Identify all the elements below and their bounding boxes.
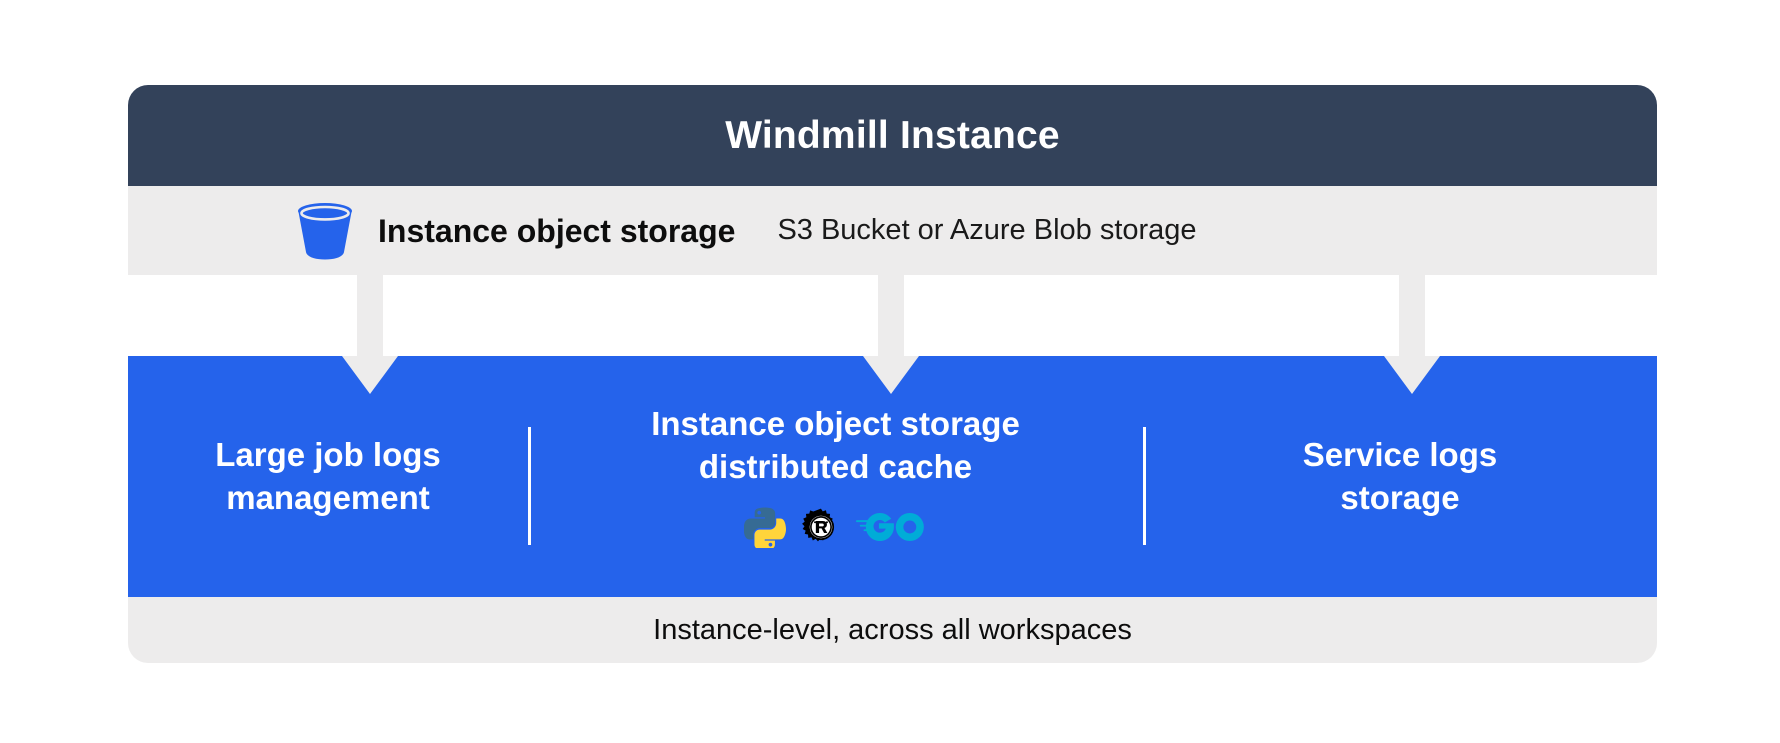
instance-header: Windmill Instance bbox=[128, 85, 1657, 186]
page-title: Windmill Instance bbox=[725, 114, 1060, 157]
feature-columns: Large job logs management Instance objec… bbox=[128, 356, 1657, 597]
object-storage-label: Instance object storage bbox=[378, 212, 736, 249]
feature-distributed-cache[interactable]: Instance object storage distributed cach… bbox=[528, 356, 1143, 597]
feature-service-logs[interactable]: Service logs storage bbox=[1143, 356, 1657, 597]
rust-icon bbox=[801, 508, 834, 542]
object-storage-row: Instance object storage S3 Bucket or Azu… bbox=[128, 186, 1657, 275]
python-icon bbox=[743, 507, 786, 548]
instance-scope-footer: Instance-level, across all workspaces bbox=[128, 597, 1657, 663]
instance-features-band: Large job logs management Instance objec… bbox=[128, 356, 1657, 597]
object-storage-backends: S3 Bucket or Azure Blob storage bbox=[777, 214, 1197, 246]
windmill-instance-card: Windmill Instance Instance object storag… bbox=[128, 85, 1657, 663]
column-divider bbox=[1143, 427, 1146, 545]
bucket-icon bbox=[298, 202, 352, 259]
feature-label: Instance object storage distributed cach… bbox=[651, 405, 1020, 485]
feature-label: Large job logs management bbox=[215, 436, 441, 516]
arrow-to-service-logs bbox=[1399, 275, 1425, 356]
connector-gap bbox=[128, 275, 1657, 356]
arrow-stem bbox=[357, 275, 383, 356]
arrow-head-distributed-cache bbox=[863, 356, 919, 394]
column-divider bbox=[528, 427, 531, 545]
arrow-to-distributed-cache bbox=[878, 275, 904, 356]
arrow-head-large-job-logs bbox=[342, 356, 398, 394]
arrow-stem bbox=[1399, 275, 1425, 356]
footer-label: Instance-level, across all workspaces bbox=[653, 613, 1132, 646]
arrow-to-large-job-logs bbox=[357, 275, 383, 356]
arrow-stem bbox=[878, 275, 904, 356]
arrow-head-service-logs bbox=[1384, 356, 1440, 394]
feature-large-job-logs[interactable]: Large job logs management bbox=[128, 356, 528, 597]
go-icon bbox=[855, 512, 924, 541]
runtime-logos bbox=[743, 504, 928, 550]
feature-label: Service logs storage bbox=[1302, 436, 1498, 516]
